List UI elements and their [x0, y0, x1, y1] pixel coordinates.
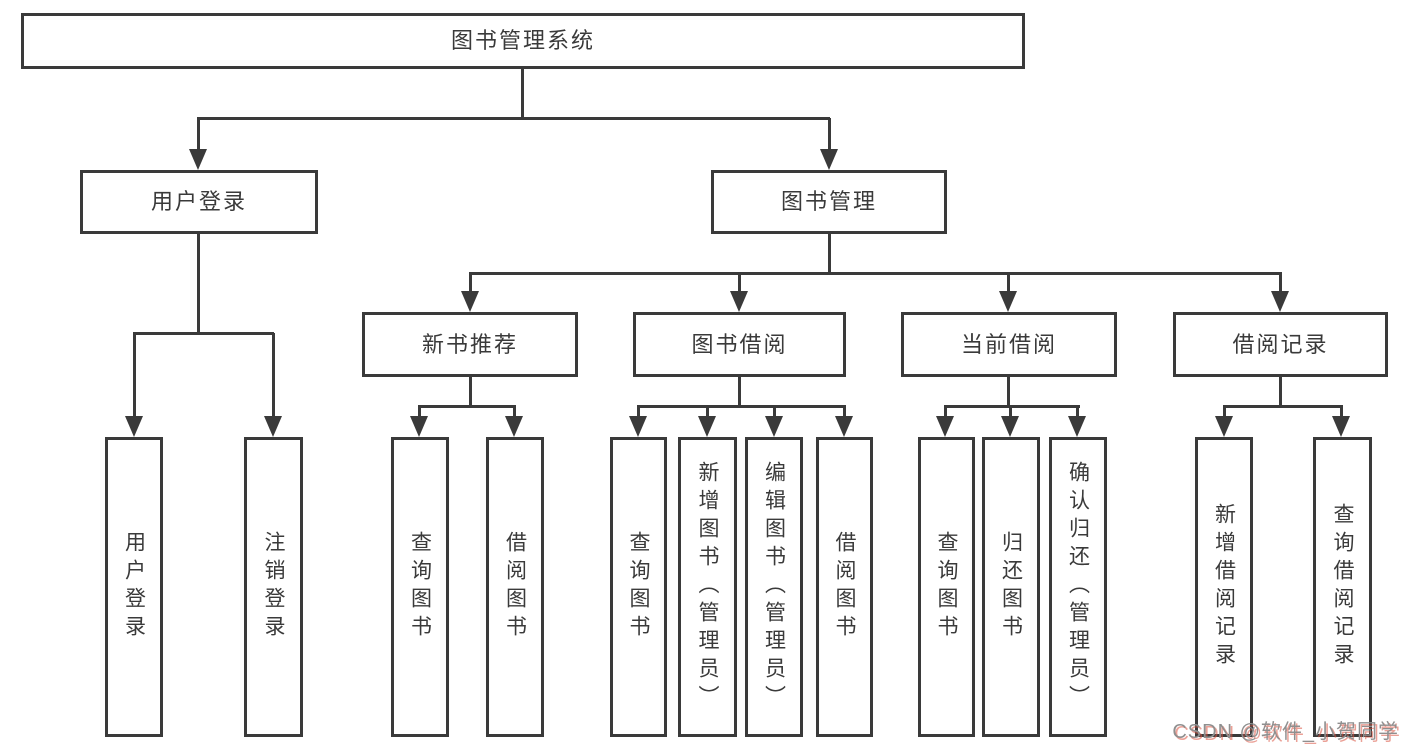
- edge-leaf-stem: [418, 406, 421, 419]
- edge-branch-level2: [197, 117, 830, 120]
- node-book-management: 图书管理: [711, 170, 947, 234]
- node-borrow-record: 借阅记录: [1173, 312, 1388, 377]
- arrow-down-icon: [505, 416, 523, 437]
- arrow-down-icon: [189, 149, 207, 170]
- arrow-down-icon: [1068, 416, 1086, 437]
- arrow-down-icon: [410, 416, 428, 437]
- edge-leaf-stem: [1009, 406, 1012, 419]
- edge-branch-new-book: [418, 405, 516, 408]
- edge-branch-user-login: [133, 332, 274, 335]
- arrow-down-icon: [999, 291, 1017, 312]
- leaf-confirm-return-admin: 确认归还（管理员）: [1049, 437, 1107, 737]
- node-current-borrow: 当前借阅: [901, 312, 1117, 377]
- edge-new-book-recommend-stem: [469, 375, 472, 407]
- edge-branch-borrow-record: [1223, 405, 1343, 408]
- edge-to-leaf-user-login: [133, 333, 136, 418]
- edge-leaf-stem: [513, 406, 516, 419]
- edge-leaf-stem: [843, 406, 846, 419]
- edge-branch-book-borrow: [637, 405, 846, 408]
- node-new-book-recommend: 新书推荐: [362, 312, 578, 377]
- arrow-down-icon: [936, 416, 954, 437]
- arrow-down-icon: [264, 416, 282, 437]
- leaf-borrow-books: 借阅图书: [816, 437, 873, 737]
- arrow-down-icon: [461, 291, 479, 312]
- edge-root-stem: [521, 68, 524, 119]
- edge-to-book-management: [828, 118, 831, 151]
- edge-leaf-stem: [1340, 406, 1343, 419]
- edge-to-current-borrow: [1007, 273, 1010, 293]
- leaf-user-login: 用户登录: [105, 437, 163, 737]
- leaf-add-books-admin: 新增图书（管理员）: [678, 437, 737, 737]
- arrow-down-icon: [765, 416, 783, 437]
- edge-current-borrow-stem: [1007, 375, 1010, 407]
- leaf-query-books-recommend: 查询图书: [391, 437, 449, 737]
- edge-to-new-book-recommend: [469, 273, 472, 293]
- leaf-query-borrow-record: 查询借阅记录: [1313, 437, 1372, 737]
- arrow-down-icon: [1271, 291, 1289, 312]
- edge-branch-level3: [469, 272, 1282, 275]
- node-user-login: 用户登录: [80, 170, 318, 234]
- edge-branch-current-borrow: [944, 405, 1080, 408]
- edge-leaf-stem: [706, 406, 709, 419]
- arrow-down-icon: [1332, 416, 1350, 437]
- arrow-down-icon: [629, 416, 647, 437]
- node-book-borrow: 图书借阅: [633, 312, 846, 377]
- leaf-query-books-borrow: 查询图书: [610, 437, 667, 737]
- leaf-add-borrow-record: 新增借阅记录: [1195, 437, 1253, 737]
- leaf-borrow-books-recommend: 借阅图书: [486, 437, 544, 737]
- edge-to-leaf-logout: [272, 333, 275, 418]
- edge-leaf-stem: [637, 406, 640, 419]
- edge-leaf-stem: [944, 406, 947, 419]
- edge-user-login-stem: [197, 233, 200, 334]
- node-root: 图书管理系统: [21, 13, 1025, 69]
- edge-leaf-stem: [1223, 406, 1226, 419]
- edge-to-borrow-record: [1279, 273, 1282, 293]
- leaf-logout: 注销登录: [244, 437, 303, 737]
- watermark: CSDN @软件_小贺同学: [1172, 721, 1399, 743]
- edge-book-management-stem: [828, 233, 831, 274]
- arrow-down-icon: [698, 416, 716, 437]
- edge-to-user-login: [197, 118, 200, 151]
- arrow-down-icon: [730, 291, 748, 312]
- edge-borrow-record-stem: [1279, 375, 1282, 407]
- edge-leaf-stem: [773, 406, 776, 419]
- edge-to-book-borrow: [738, 273, 741, 293]
- arrow-down-icon: [835, 416, 853, 437]
- leaf-return-books: 归还图书: [982, 437, 1040, 737]
- arrow-down-icon: [820, 149, 838, 170]
- leaf-edit-books-admin: 编辑图书（管理员）: [745, 437, 803, 737]
- arrow-down-icon: [125, 416, 143, 437]
- leaf-query-books-current: 查询图书: [918, 437, 975, 737]
- arrow-down-icon: [1215, 416, 1233, 437]
- edge-leaf-stem: [1076, 406, 1079, 419]
- edge-book-borrow-stem: [738, 375, 741, 407]
- arrow-down-icon: [1001, 416, 1019, 437]
